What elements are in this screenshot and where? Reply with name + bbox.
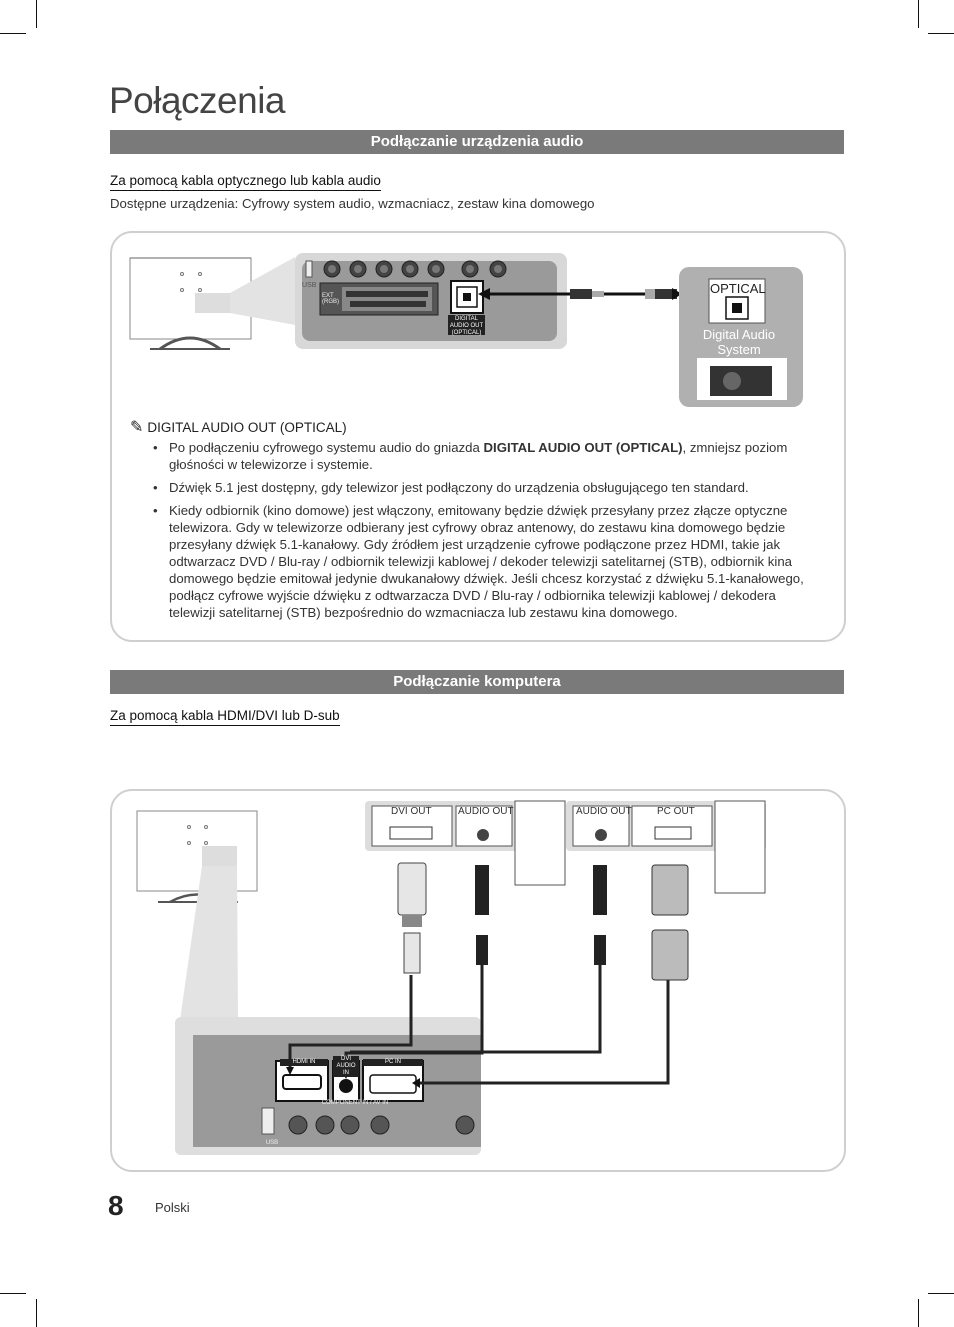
dvi-audio-in-label: DVI AUDIO IN xyxy=(333,1056,359,1077)
note-bullet: Po podłączeniu cyfrowego systemu audio d… xyxy=(153,439,823,473)
crop-mark xyxy=(918,0,919,28)
component-in-label: COMPONENT IN / AV IN xyxy=(321,1100,389,1106)
subheading-optical: Za pomocą kabla optycznego lub kabla aud… xyxy=(110,173,381,191)
note-bullet: Dźwięk 5.1 jest dostępny, gdy telewizor … xyxy=(153,479,823,496)
pc-in-label: PC IN xyxy=(363,1059,423,1066)
crop-mark xyxy=(918,1299,919,1327)
crop-mark xyxy=(928,1293,954,1294)
section-header-pc: Podłączanie komputera xyxy=(110,670,844,694)
section-header-audio: Podłączanie urządzenia audio xyxy=(110,130,844,154)
note-bullet: Kiedy odbiornik (kino domowe) jest włącz… xyxy=(153,502,823,621)
hdmi-in-label: HDMI IN xyxy=(280,1059,328,1066)
usb-label: USB xyxy=(302,282,317,289)
note-title: ✎DIGITAL AUDIO OUT (OPTICAL) xyxy=(130,417,347,437)
device-port-label: OPTICAL xyxy=(710,281,766,296)
crop-mark xyxy=(36,0,37,28)
available-devices-text: Dostępne urządzenia: Cyfrowy system audi… xyxy=(110,196,595,211)
page-number: 8 xyxy=(108,1190,124,1221)
note-title-text: DIGITAL AUDIO OUT (OPTICAL) xyxy=(147,420,347,435)
tv-illustration xyxy=(129,257,295,351)
crop-mark xyxy=(36,1299,37,1327)
tv-optical-port-label: DIGITAL AUDIO OUT (OPTICAL) xyxy=(449,316,484,336)
tv-usb-label: USB xyxy=(265,1140,279,1146)
pc2-pc-out-label: PC OUT xyxy=(657,806,695,817)
ext-label: EXT (RGB) xyxy=(322,293,339,305)
pc-connection-diagram xyxy=(136,800,766,1155)
pc2-audio-out-label: AUDIO OUT xyxy=(576,806,632,817)
pc1-dvi-out-label: DVI OUT xyxy=(391,806,432,817)
device-name: Digital Audio System xyxy=(702,327,776,357)
pencil-icon: ✎ xyxy=(130,419,144,436)
note-bullet-list: Po podłączeniu cyfrowego systemu audio d… xyxy=(153,439,823,627)
crop-mark xyxy=(928,33,954,34)
page-language: Polski xyxy=(155,1200,190,1215)
crop-mark xyxy=(0,33,26,34)
crop-mark xyxy=(0,1293,26,1294)
pc1-audio-out-label: AUDIO OUT xyxy=(458,806,514,817)
page-title: Połączenia xyxy=(109,80,286,121)
optical-connection-diagram xyxy=(129,253,803,407)
subheading-hdmi-dsub: Za pomocą kabla HDMI/DVI lub D-sub xyxy=(110,708,340,726)
